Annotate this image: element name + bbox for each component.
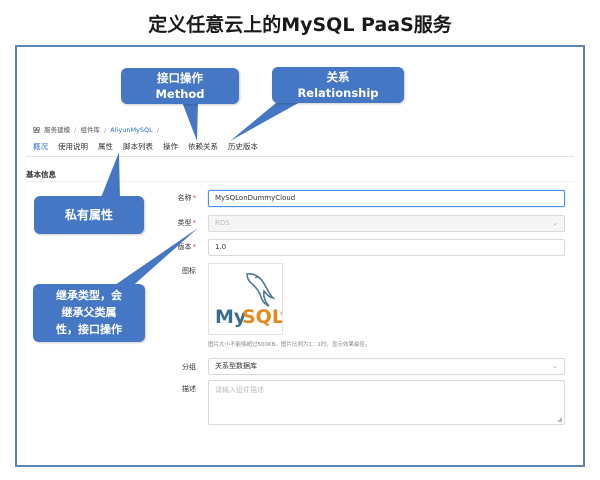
type-select[interactable]: RDS ⌄ bbox=[208, 215, 565, 232]
name-label: 名称* bbox=[136, 193, 197, 203]
private-callout: 私有属性 bbox=[34, 196, 144, 234]
version-label: 版本* bbox=[136, 242, 197, 252]
required-mark: * bbox=[192, 219, 197, 227]
icon-upload[interactable]: My SQL ® bbox=[208, 263, 283, 335]
description-textarea[interactable]: 请输入组件描述 ◢ bbox=[208, 380, 565, 425]
breadcrumb-current[interactable]: AliyunMySQL bbox=[110, 126, 153, 134]
description-placeholder: 请输入组件描述 bbox=[215, 386, 264, 394]
relationship-callout: 关系 Relationship bbox=[272, 67, 404, 103]
icon-label: 图标 bbox=[182, 267, 196, 275]
tab-properties[interactable]: 属性 bbox=[98, 142, 113, 151]
callout-line: 继承父类属 bbox=[61, 306, 117, 319]
breadcrumb-root[interactable]: 服务建模 bbox=[44, 126, 71, 134]
group-select[interactable]: 关系型数据库 ⌄ bbox=[208, 358, 565, 375]
tab-dependencies[interactable]: 依赖关系 bbox=[188, 142, 218, 151]
description-label: 描述 bbox=[182, 385, 196, 393]
callout-line: Method bbox=[155, 87, 205, 101]
type-label-text: 类型 bbox=[177, 219, 192, 227]
breadcrumb-separator: / bbox=[156, 126, 160, 134]
group-label: 分组 bbox=[182, 363, 196, 371]
chevron-down-icon: ⌄ bbox=[552, 362, 558, 370]
version-label-text: 版本 bbox=[177, 243, 192, 251]
breadcrumb: 服务建模 / 组件库 / AliyunMySQL / bbox=[33, 124, 161, 134]
callout-line: 性，接口操作 bbox=[56, 323, 122, 336]
required-mark: * bbox=[192, 194, 197, 202]
name-input[interactable]: MySQLonDummyCloud bbox=[208, 190, 565, 207]
required-mark: * bbox=[192, 243, 197, 251]
breadcrumb-parent[interactable]: 组件库 bbox=[80, 126, 100, 134]
callout-line: 继承类型，会 bbox=[56, 289, 122, 302]
icon-hint: 图片大小不能够超过500KB。图片比例为1：1时，显示效果最佳。 bbox=[208, 342, 371, 348]
version-input[interactable]: 1.0 bbox=[208, 239, 565, 256]
tab-bar: 概况 使用说明 属性 脚本列表 操作 依赖关系 历史版本 bbox=[33, 141, 258, 157]
group-select-value: 关系型数据库 bbox=[215, 362, 257, 370]
tab-operations[interactable]: 操作 bbox=[163, 142, 178, 151]
type-label: 类型* bbox=[136, 218, 197, 228]
svg-text:®: ® bbox=[280, 311, 283, 316]
tab-history[interactable]: 历史版本 bbox=[228, 142, 258, 151]
tab-usage[interactable]: 使用说明 bbox=[58, 142, 88, 151]
callout-line: Relationship bbox=[297, 86, 379, 100]
callout-line: 接口操作 bbox=[157, 71, 203, 85]
tab-scripts[interactable]: 脚本列表 bbox=[123, 142, 153, 151]
tab-overview[interactable]: 概况 bbox=[33, 141, 48, 157]
svg-text:My: My bbox=[215, 306, 247, 328]
chevron-down-icon: ⌄ bbox=[552, 219, 558, 227]
service-model-icon bbox=[33, 127, 40, 133]
name-label-text: 名称 bbox=[177, 194, 192, 202]
type-select-value: RDS bbox=[215, 219, 230, 227]
slide-title: 定义任意云上的MySQL PaaS服务 bbox=[148, 14, 452, 36]
inherit-callout: 继承类型，会 继承父类属 性，接口操作 bbox=[33, 284, 145, 342]
callout-line: 关系 bbox=[326, 70, 350, 84]
callout-line: 私有属性 bbox=[64, 208, 113, 222]
breadcrumb-separator: / bbox=[74, 126, 77, 134]
svg-text:SQL: SQL bbox=[242, 306, 283, 328]
tab-divider bbox=[26, 156, 574, 157]
resize-handle-icon[interactable]: ◢ bbox=[557, 416, 562, 423]
method-callout: 接口操作 Method bbox=[121, 68, 239, 104]
breadcrumb-separator: / bbox=[104, 126, 107, 134]
section-divider bbox=[26, 181, 574, 182]
section-title: 基本信息 bbox=[26, 170, 56, 179]
mysql-logo-icon: My SQL ® bbox=[215, 273, 283, 328]
